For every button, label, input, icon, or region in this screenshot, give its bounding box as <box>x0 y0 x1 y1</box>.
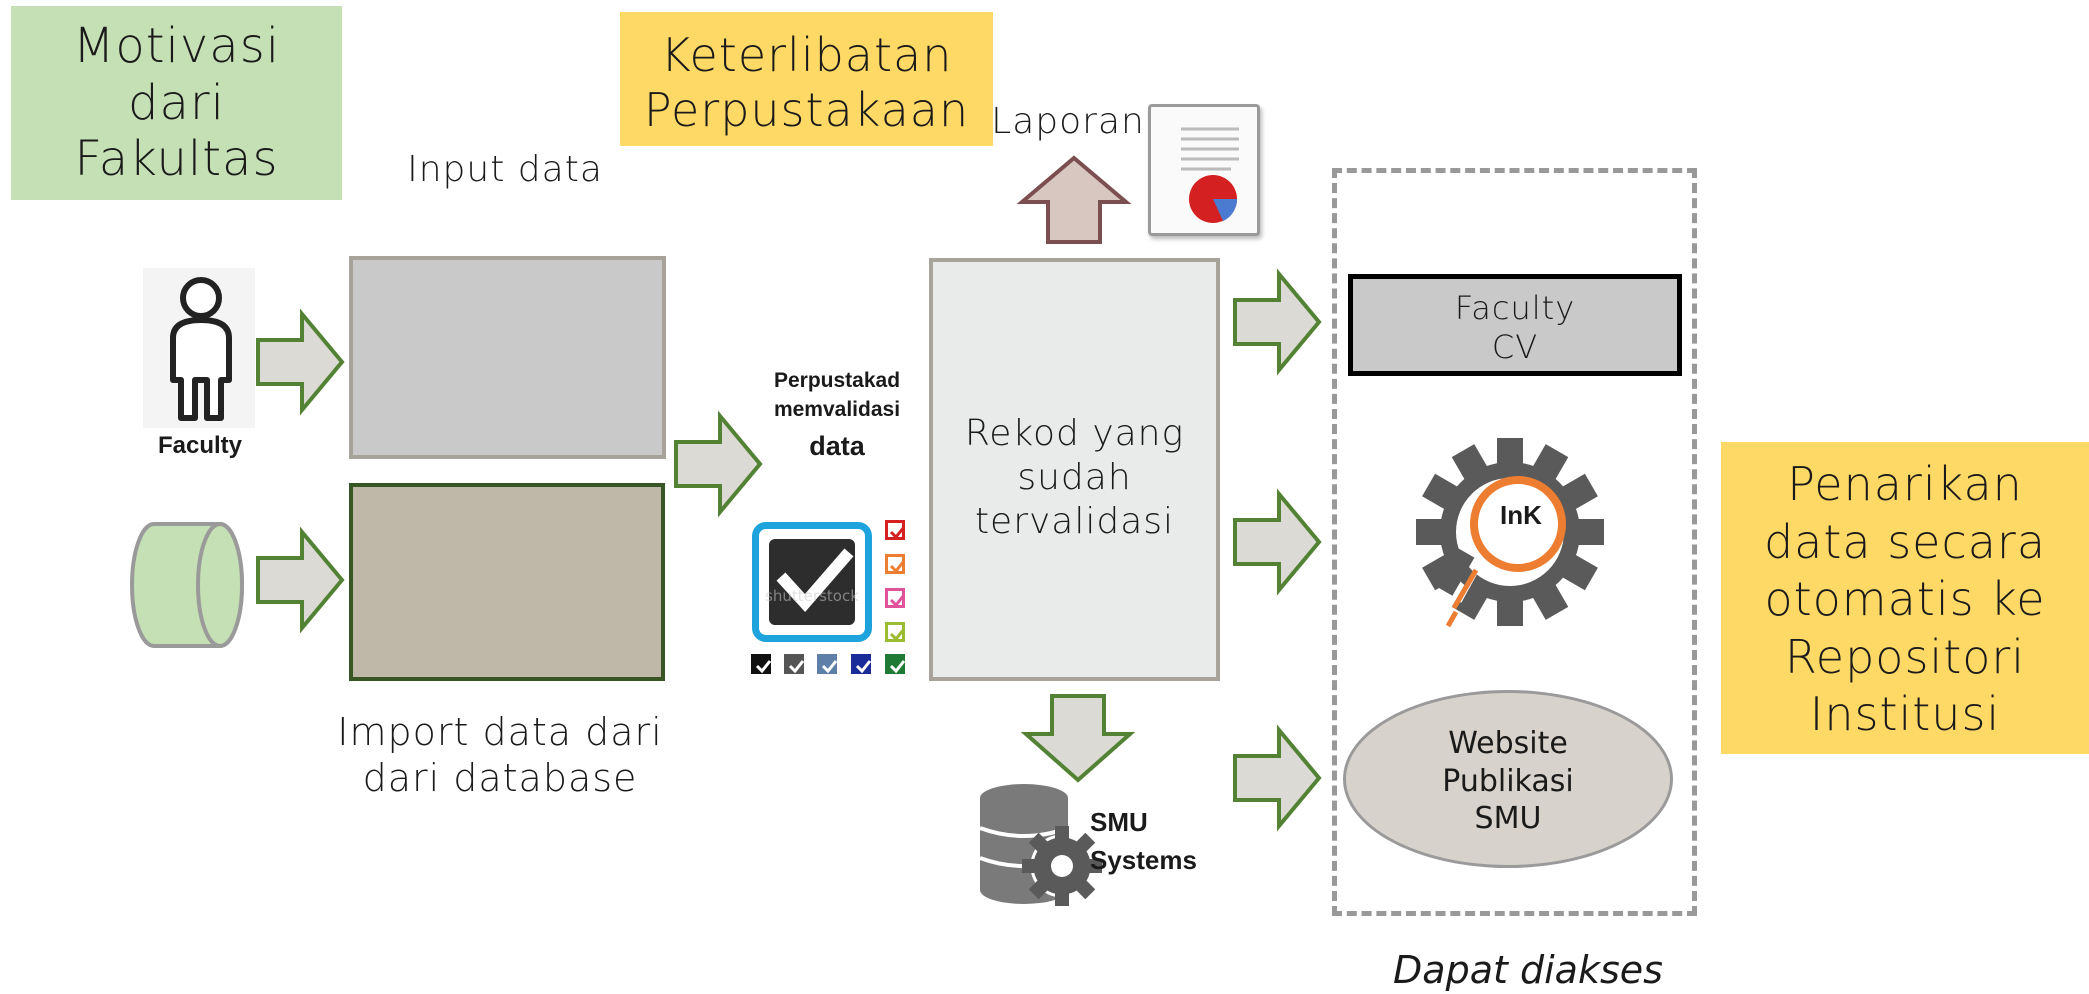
small-checkbox <box>784 654 805 674</box>
arrow-right-6 <box>1233 724 1322 832</box>
label-perpustakaan-validasi: Perpustakad memvalidasi <box>773 369 901 422</box>
label-smu-systems: SMU Systems <box>1090 807 1197 875</box>
rekod-text: Rekod yang sudah tervalidasi <box>964 413 1185 542</box>
rekod-box: Rekod yang sudah tervalidasi <box>929 258 1220 681</box>
gear-bulb-icon <box>1416 438 1604 628</box>
label-dapat-diakses: Dapat diakses <box>1393 948 1663 992</box>
database-cylinder-icon <box>130 522 244 648</box>
small-checkbox <box>817 654 838 674</box>
label-laporan: Laporan <box>991 101 1145 142</box>
arrow-down <box>1020 694 1136 783</box>
small-checkbox <box>851 654 872 674</box>
arrow-right-4 <box>1233 268 1322 376</box>
arrow-right-5 <box>1233 488 1322 596</box>
small-checkbox <box>885 588 906 608</box>
output-container <box>1332 168 1697 916</box>
label-import-data: Import data dari dari database <box>337 710 663 800</box>
database-gear-icon <box>979 784 1102 906</box>
import-data-box <box>349 483 665 681</box>
note-penarikan: Penarikan data secara otomatis ke Reposi… <box>1721 442 2089 754</box>
website-ellipse: Website Publikasi SMU <box>1343 690 1673 868</box>
person-icon-wrap <box>143 268 255 428</box>
small-checkbox <box>885 622 906 642</box>
person-icon <box>170 277 232 421</box>
note-motivasi-text: Motivasi dari Fakultas <box>72 18 281 188</box>
label-input-data: Input data <box>407 149 603 190</box>
label-faculty: Faculty <box>157 432 243 459</box>
small-checkbox <box>885 520 906 540</box>
arrow-right-2 <box>256 526 345 634</box>
faculty-cv-box: Faculty CV <box>1348 274 1682 376</box>
report-document-icon <box>1148 104 1260 236</box>
input-data-box <box>349 256 666 459</box>
faculty-cv-text: Faculty CV <box>1454 289 1576 367</box>
note-keterlibatan-text: Keterlibatan Perpustakaan <box>643 28 970 138</box>
small-checkbox <box>885 554 906 574</box>
checkbox-watermark: shutterstock <box>765 587 859 605</box>
small-checkbox <box>885 654 906 674</box>
note-penarikan-text: Penarikan data secara otomatis ke Reposi… <box>1763 457 2047 741</box>
arrow-right-3 <box>674 410 763 518</box>
arrow-right-1 <box>256 308 345 416</box>
small-checkbox <box>751 654 772 674</box>
big-checkbox-icon: shutterstock <box>752 522 872 642</box>
arrow-up <box>1016 155 1132 244</box>
website-text: Website Publikasi SMU <box>1442 726 1574 836</box>
note-motivasi: Motivasi dari Fakultas <box>11 6 342 200</box>
label-ink: InK <box>1500 500 1542 530</box>
label-validasi-data: data <box>809 431 865 461</box>
note-keterlibatan: Keterlibatan Perpustakaan <box>620 12 993 146</box>
